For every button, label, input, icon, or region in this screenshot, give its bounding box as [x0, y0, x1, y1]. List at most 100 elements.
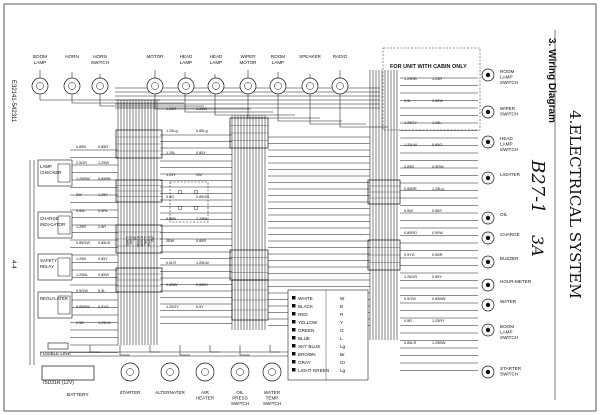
boom-lamp-label: BOOM — [33, 54, 47, 59]
fusible-link-symbol — [47, 342, 69, 350]
head-lamp-1-label: LAMP — [180, 60, 193, 65]
wire-label: 0.5W — [404, 209, 413, 213]
doc-id-left: E32141-542311 — [10, 80, 16, 123]
head-lamp-switch-label: SWITCH — [500, 147, 518, 152]
wire-label: 2W — [76, 193, 82, 197]
air-heater-symbol — [195, 362, 215, 382]
horn-switch-symbol-inner — [96, 82, 104, 90]
starter-switch-label: SWITCH — [500, 372, 518, 377]
water-temp-switch-symbol — [262, 362, 282, 382]
legend-box — [287, 289, 369, 381]
wire-label: 0.85W — [98, 273, 109, 277]
wire-label: 1.25RY — [432, 319, 445, 323]
legend-color-code: Lg — [340, 344, 346, 349]
charge-indicator-terminal — [57, 215, 71, 235]
room-lamp-switch-symbol-dot — [485, 72, 491, 78]
motor-symbol-inner — [151, 82, 159, 90]
wire-label: 0.85Y — [196, 151, 206, 155]
wire-label: 0.85LB — [98, 241, 111, 245]
radio-symbol-inner — [336, 82, 344, 90]
safety-relay-label: SAFETY — [40, 258, 57, 263]
hour-meter-label: HOUR-METER — [500, 279, 532, 284]
connector-blocks — [115, 117, 401, 321]
legend-color-code: Lg — [340, 368, 346, 373]
bottom-wire — [119, 345, 130, 356]
boom-lamp-switch-label: SWITCH — [500, 335, 518, 340]
wire-label: 0.85W — [432, 99, 443, 103]
legend-color-name: RED — [298, 312, 308, 317]
room-lamp-label: ROOM — [271, 54, 285, 59]
battery-spec: 75D31R (12V) — [42, 380, 74, 386]
air-heater-label: HEATER — [196, 396, 215, 401]
wire-label: 1.25R — [432, 77, 442, 81]
head-lamp-2-label: LAMP — [210, 60, 223, 65]
legend-marker — [292, 304, 296, 308]
handwritten-note: B27-1 — [527, 159, 548, 214]
page-number-left: 4-4 — [10, 260, 16, 269]
wire-label: 1.25Lg — [166, 129, 178, 133]
fusible-link: FUSIBLE LINK — [40, 342, 72, 356]
wire-label: 0.85Y — [432, 275, 442, 279]
boom-lamp-switch-label: BOOM — [500, 324, 514, 329]
legend-color-name: BLACK — [298, 304, 314, 309]
boom-lamp-switch-symbol-dot — [485, 327, 491, 333]
oil: OIL — [481, 211, 508, 225]
head-lamp-switch-label: HEAD — [500, 136, 513, 141]
hour-meter: HOUR-METER — [481, 278, 532, 292]
bottom-wire — [209, 345, 220, 353]
wire-label: 0.85L — [76, 209, 86, 213]
wire-label: 1.25GY — [404, 121, 417, 125]
legend-color-code: Gr — [340, 360, 346, 365]
starter: STARTER — [119, 362, 141, 395]
wire-label: 0.5BR — [139, 236, 143, 247]
alternater-symbol-inner — [166, 368, 174, 376]
wire-label: 1.25L — [143, 236, 147, 246]
lighter-label: LIGHTER — [500, 172, 521, 177]
wire-label: 0.85Y — [98, 257, 108, 261]
speaker: SPEAKER — [299, 54, 322, 95]
wire-label: 1.25LW — [196, 261, 209, 265]
battery: BATTERY — [41, 365, 95, 398]
left-components: LAMPCHECKERCHARGEINDI-CATORSAFETYRELAYRE… — [37, 159, 73, 319]
wire-label: 0.5L — [404, 99, 411, 103]
water-label: WATER — [500, 299, 517, 304]
regulater-box — [37, 291, 73, 319]
wire-label: 0.85LR — [404, 341, 417, 345]
horn-switch-symbol — [91, 77, 109, 95]
battery-label: BATTERY — [67, 392, 89, 398]
wiper-motor-label: MOTOR — [239, 60, 257, 65]
speaker-symbol — [301, 77, 319, 95]
lamp-checker-box — [37, 159, 73, 187]
legend-marker — [292, 328, 296, 332]
right-components: ROOMLAMPSWITCHWIPERSWITCHHEADLAMPSWITCHL… — [481, 68, 532, 379]
room-lamp-switch-label: SWITCH — [500, 80, 518, 85]
motor-label: MOTOR — [146, 54, 164, 59]
wire-label: 1.25LW — [98, 321, 111, 325]
wiper-switch-label: SWITCH — [500, 112, 518, 117]
wire-label: 1.25GY — [166, 305, 179, 309]
water: WATER — [481, 298, 517, 312]
boom-lamp-symbol — [31, 77, 49, 95]
water-temp-switch-label: TEMP — [266, 396, 279, 401]
water-temp-switch-label: SWITCH — [263, 401, 281, 406]
legend-marker — [292, 344, 296, 348]
wire-label: 0.85R — [196, 239, 206, 243]
page-frame — [3, 3, 597, 412]
legend-color-name: SKY BLUE — [298, 344, 320, 349]
horn-symbol — [63, 77, 81, 95]
room-lamp-switch-label: ROOM — [500, 69, 514, 74]
wire-label: 0.85G — [432, 143, 442, 147]
wiper-switch-label: WIPER — [500, 106, 516, 111]
wiper-motor-symbol-inner — [244, 82, 252, 90]
horn-label: HORN — [65, 54, 79, 59]
head-lamp-1-symbol-inner — [182, 82, 190, 90]
wire-label: 1.25BL — [76, 273, 88, 277]
wiper-motor-symbol — [239, 77, 257, 95]
legend-color-name: LIGHT GREEN — [298, 368, 329, 373]
